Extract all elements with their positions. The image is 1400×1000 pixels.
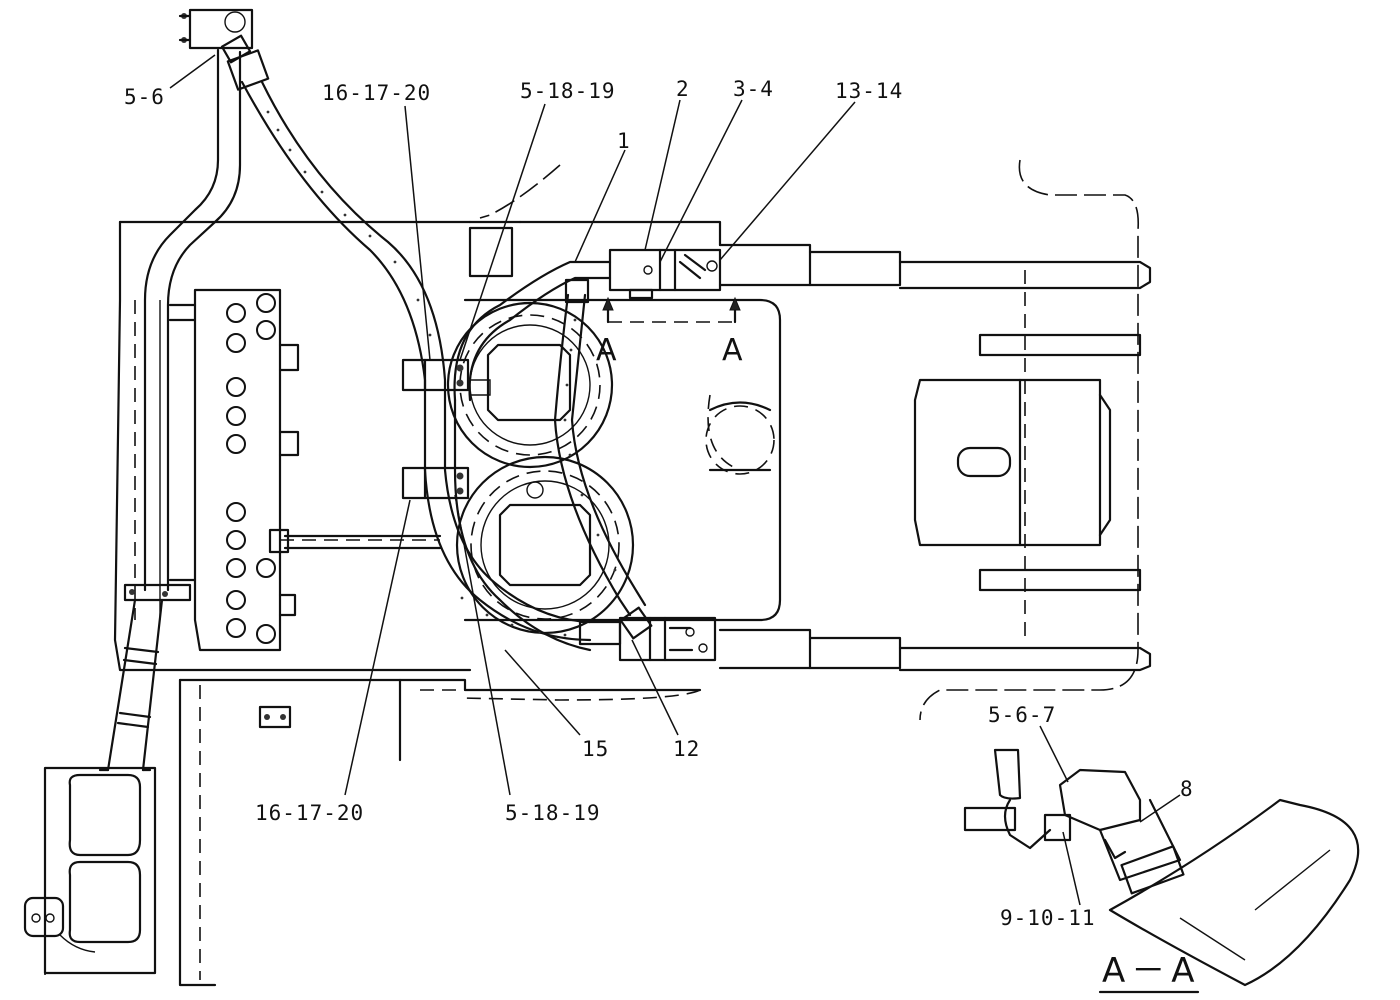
suction-pipe-left <box>98 48 242 772</box>
label-12: 12 <box>673 737 700 761</box>
label-9-10-11: 9-10-11 <box>1000 906 1096 930</box>
label-1: 1 <box>617 129 631 153</box>
hydraulic-fitting-icon <box>178 8 254 64</box>
hose-upper-loop <box>453 260 612 652</box>
label-5-6-7: 5-6-7 <box>988 703 1056 727</box>
section-mark-right: A <box>722 333 743 368</box>
label-13-14: 13-14 <box>835 79 903 103</box>
center-joint <box>705 401 775 475</box>
label-5-18-19-bottom: 5-18-19 <box>505 801 601 825</box>
callout-labels: 5-6 16-17-20 5-18-19 1 2 3-4 13-14 15 12… <box>124 77 1201 994</box>
hose-diagonal <box>553 278 647 617</box>
valve-block-icon <box>608 248 722 300</box>
control-valve-block <box>159 288 442 652</box>
section-view-title: A－A <box>1102 951 1201 991</box>
label-15: 15 <box>582 737 609 761</box>
label-5-6: 5-6 <box>124 85 165 109</box>
label-16-17-20-top: 16-17-20 <box>322 81 431 105</box>
label-3-4: 3-4 <box>733 77 774 101</box>
label-16-17-20-bottom: 16-17-20 <box>255 801 364 825</box>
frame-outline <box>113 220 1152 987</box>
label-5-18-19-top: 5-18-19 <box>520 79 616 103</box>
swing-motor-upper <box>446 301 614 469</box>
label-2: 2 <box>676 77 690 101</box>
bracket-blocks <box>258 226 514 729</box>
hose-clamp-icon <box>401 358 470 500</box>
operator-cab <box>23 766 157 975</box>
section-cut-line <box>602 296 741 324</box>
hidden-lines <box>44 159 1140 980</box>
leader-lines <box>169 54 1181 906</box>
label-8: 8 <box>1180 777 1194 801</box>
section-detail <box>963 748 1360 987</box>
section-mark-left: A <box>596 333 617 368</box>
swing-motor-lower <box>455 455 635 635</box>
valve-block-lower <box>618 606 717 662</box>
